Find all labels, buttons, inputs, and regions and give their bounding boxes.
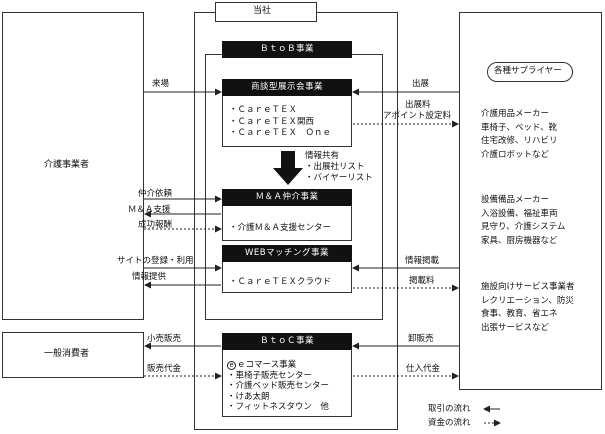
flow-shiire: 仕入代金: [406, 364, 441, 374]
btoc-header: ＢｔｏＣ事業: [222, 333, 352, 350]
flow-oroshi: 卸販売: [408, 334, 434, 344]
ippan-label: 一般消費者: [44, 349, 90, 359]
supplier-item: 施設向けサービス事業者: [481, 282, 575, 292]
supplier-item: 家具、厨房機器など: [481, 235, 558, 246]
ippan-box: [2, 332, 144, 378]
supplier-item: レクリエーション、防災: [481, 295, 574, 306]
btob-header: ＢｔｏＢ事業: [222, 41, 352, 58]
ma-list: ・介護Ｍ＆Ａ支援センター: [229, 223, 331, 235]
supplier-item: 食事、教育、省エネ: [481, 309, 558, 319]
supplier-item: 介護ロボットなど: [481, 149, 550, 160]
supplier-item: 住宅改修、リハビリ: [481, 136, 558, 146]
flow-keisairyo: 掲載料: [409, 276, 435, 286]
supplier-group-3: 施設向けサービス事業者 レクリエーション、防災 食事、教育、省エネ 出張サービス…: [481, 281, 575, 335]
ma-item: ・介護Ｍ＆Ａ支援センター: [229, 223, 332, 233]
info-share-title: 情報共有: [305, 151, 340, 161]
supplier-item: 介護用品メーカー: [481, 109, 550, 119]
btoc-item: ・介護ベッド販売センター: [227, 381, 330, 391]
supplier-item: 見守り、介護システム: [481, 222, 566, 232]
supplier-item: 出張サービスなど: [481, 322, 550, 333]
flow-ma-shien: Ｍ＆Ａ支援: [128, 205, 171, 215]
info-share-item: ・バイヤーリスト: [305, 173, 373, 183]
tosha-title: 当社: [253, 6, 272, 16]
exhibition-header: 商談型展示会事業: [222, 79, 352, 96]
web-header: WEBマッチング事業: [222, 245, 352, 262]
exhibition-list: ・ＣａｒｅＴＥＸ ・ＣａｒｅＴＥＸ関西 ・ＣａｒｅＴＥＸ Ｏｎｅ: [229, 105, 331, 140]
supplier-item: 設備備品メーカー: [481, 195, 550, 205]
btoc-item: ・けあ太朗: [227, 391, 270, 402]
web-list: ・ＣａｒｅＴＥＸクラウド: [229, 277, 331, 289]
flow-site: サイトの登録・利用: [117, 256, 194, 266]
web-item: ・ＣａｒｅＴＥＸクラウド: [229, 277, 332, 287]
btoc-item: ・フィットネスタウン 他: [227, 402, 329, 412]
flow-hanbai-daikin: 販売代金: [147, 364, 182, 374]
supplier-item: 車椅子、ベッド、靴: [481, 122, 558, 133]
supplier-title-box: [487, 62, 573, 82]
info-share-item: ・出展社リスト: [305, 162, 365, 172]
supplier-group-1: 介護用品メーカー 車椅子、ベッド、靴 住宅改修、リハビリ 介護ロボットなど: [481, 108, 558, 162]
flow-joho-keisai: 情報掲載: [405, 256, 440, 266]
flow-raijo: 来場: [152, 79, 170, 89]
btoc-item: ・車椅子販売センター: [227, 370, 313, 381]
flow-shutten: 出展: [412, 79, 430, 89]
kaigo-box: [2, 12, 144, 320]
exhibition-item: ・ＣａｒｅＴＥＸ関西: [229, 116, 315, 127]
flow-kouri: 小売販売: [147, 334, 182, 344]
flow-appoint: アポイント設定料: [383, 111, 452, 121]
supplier-title: 各種サプライヤー: [494, 66, 562, 76]
supplier-item: 入浴設備、福祉車両: [481, 208, 558, 219]
ma-header: Ｍ＆Ａ仲介事業: [222, 189, 352, 206]
legend-money: 資金の流れ: [428, 418, 471, 428]
exhibition-item: ・ＣａｒｅＴＥＸ Ｏｎｅ: [229, 128, 332, 138]
supplier-group-2: 設備備品メーカー 入浴設備、福祉車両 見守り、介護システム 家具、厨房機器など: [481, 194, 565, 248]
exhibition-item: ・ＣａｒｅＴＥＸ: [229, 105, 298, 115]
e-icon: e: [227, 361, 236, 370]
kaigo-label: 介護事業者: [44, 160, 90, 170]
flow-shuttenryo: 出展料: [405, 100, 431, 110]
legend-trade: 取引の流れ: [428, 404, 471, 414]
flow-joho-teikyo: 情報提供: [132, 272, 167, 282]
tosha-title-box: [215, 2, 317, 22]
flow-seiko: 成功報酬: [138, 220, 173, 230]
flow-chukai: 仲介依頼: [138, 189, 173, 199]
info-share-arrow: [273, 151, 303, 185]
